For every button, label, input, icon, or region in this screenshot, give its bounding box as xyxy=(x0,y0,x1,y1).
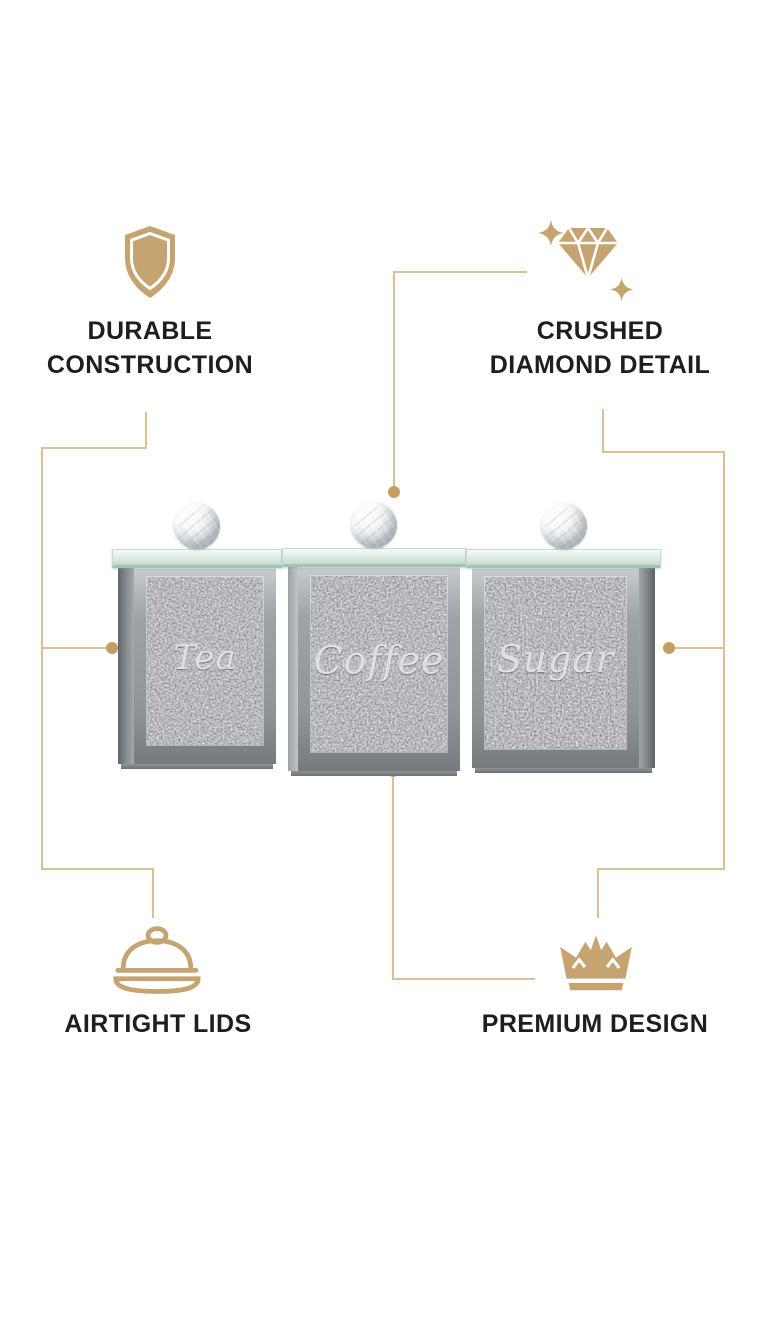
crushed-diamond-panel: Coffee xyxy=(311,576,447,752)
connector-dot xyxy=(663,642,675,654)
glass-lid xyxy=(112,549,282,568)
canister-base xyxy=(121,764,273,769)
sparkle-icon xyxy=(610,277,634,302)
feature-durable-construction: DURABLE CONSTRUCTION xyxy=(20,314,280,382)
lid-icon xyxy=(104,926,210,1002)
crown-icon xyxy=(556,934,636,998)
canister-base xyxy=(291,771,457,776)
glass-lid xyxy=(466,549,661,568)
feature-line1: AIRTIGHT LIDS xyxy=(64,1010,252,1038)
gem-icon xyxy=(558,227,618,279)
canister-coffee: Coffee xyxy=(282,502,466,776)
crushed-diamond-panel: Tea xyxy=(147,577,263,745)
connector-line xyxy=(597,868,599,918)
connector-line xyxy=(393,271,395,487)
connector-line xyxy=(41,868,154,870)
connector-line xyxy=(723,451,725,870)
feature-airtight-lids: AIRTIGHT LIDS xyxy=(28,1007,288,1041)
feature-line1: PREMIUM DESIGN xyxy=(481,1010,709,1038)
connector-line xyxy=(392,777,394,980)
canister-label: Coffee xyxy=(313,638,445,683)
canister-side xyxy=(288,567,298,771)
canister-side xyxy=(639,568,655,768)
connector-line xyxy=(602,409,604,453)
canister-base xyxy=(475,768,652,773)
canister-label: Sugar xyxy=(496,638,615,682)
connector-line xyxy=(392,978,535,980)
connector-line xyxy=(41,447,43,870)
connector-line xyxy=(42,647,107,649)
connector-line xyxy=(602,451,725,453)
canister-front: Tea xyxy=(134,568,276,764)
crystal-knob xyxy=(540,503,587,549)
connector-dot xyxy=(106,642,118,654)
crystal-knob xyxy=(174,503,220,549)
connector-line xyxy=(597,868,725,870)
feature-line1: CRUSHED xyxy=(536,317,664,345)
diamond-icon xyxy=(538,218,638,310)
connector-line xyxy=(668,647,724,649)
connector-line xyxy=(41,447,147,449)
canister-front: Coffee xyxy=(298,567,460,771)
canister-side xyxy=(118,568,134,764)
connector-line xyxy=(394,271,527,273)
feature-line2: DIAMOND DETAIL xyxy=(489,351,711,379)
canister-front: Sugar xyxy=(472,568,639,768)
connector-line xyxy=(152,868,154,918)
crushed-diamond-panel: Sugar xyxy=(485,577,626,749)
canister-label: Tea xyxy=(173,637,237,678)
feature-crushed-diamond-detail: CRUSHED DIAMOND DETAIL xyxy=(455,314,745,382)
canister-tea: Tea xyxy=(112,503,282,769)
glass-lid xyxy=(282,548,466,567)
feature-line2: CONSTRUCTION xyxy=(46,351,254,379)
crystal-knob xyxy=(351,502,397,548)
connector-line xyxy=(145,412,147,449)
canister-sugar: Sugar xyxy=(466,503,661,773)
connector-dot xyxy=(388,486,400,498)
feature-premium-design: PREMIUM DESIGN xyxy=(465,1007,725,1041)
shield-icon xyxy=(120,222,180,302)
feature-line1: DURABLE xyxy=(87,317,213,345)
sparkle-icon xyxy=(538,220,564,246)
